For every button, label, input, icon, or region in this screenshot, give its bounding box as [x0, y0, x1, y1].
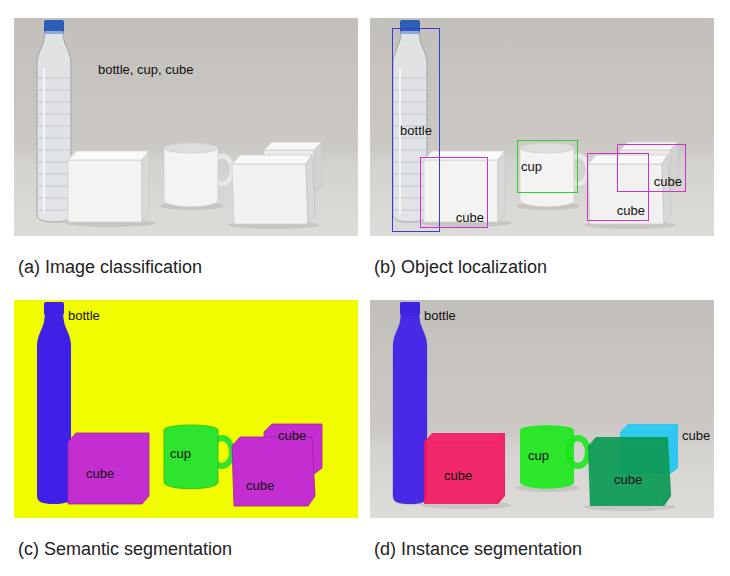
mask-label: bottle — [68, 308, 100, 323]
object-label: cup — [521, 159, 542, 174]
photo — [14, 18, 358, 236]
cup-mask — [520, 425, 574, 489]
class-list: bottle, cup, cube — [98, 62, 193, 77]
image-panel: (d) Instance segmentation — [370, 300, 714, 518]
bounding-box: cup — [517, 140, 578, 193]
image-panel: (a) Image classification — [14, 18, 358, 236]
bounding-box: bottle — [392, 28, 440, 232]
bounding-box: cube — [587, 153, 649, 221]
panel-caption: (c) Semantic segmentation — [18, 538, 232, 560]
mask-label: cube — [86, 466, 114, 481]
mask-label: cube — [444, 468, 472, 483]
cube-mask — [588, 437, 671, 506]
instance-mask-panel — [370, 300, 714, 518]
bounding-box: cube — [617, 144, 686, 192]
cube-mask — [232, 437, 315, 506]
mask-label: cube — [682, 428, 710, 443]
mask-label: bottle — [424, 308, 456, 323]
cup-mask — [164, 425, 218, 489]
bottle-mask — [393, 314, 427, 504]
cube-mask — [68, 433, 149, 504]
background-mask — [14, 300, 358, 518]
mask-label: cube — [246, 478, 274, 493]
photo — [370, 18, 714, 236]
photo — [370, 300, 714, 518]
object-label: cube — [456, 210, 484, 225]
image-panel: (b) Object localizationbottlecubecupcube… — [370, 18, 714, 236]
panel-caption: (a) Image classification — [18, 256, 202, 278]
bottle-mask — [400, 302, 420, 315]
image-panel: (c) Semantic segmentation — [14, 300, 358, 518]
semantic-mask-panel — [14, 300, 358, 518]
bottle-mask — [44, 302, 64, 315]
mask-label: cup — [528, 448, 549, 463]
panel-caption: (d) Instance segmentation — [374, 538, 582, 560]
photo-panel — [370, 18, 714, 236]
panel-caption: (b) Object localization — [374, 256, 547, 278]
mask-label: cube — [278, 428, 306, 443]
mask-label: cube — [614, 472, 642, 487]
bottle-mask — [37, 314, 71, 504]
cube-mask — [424, 433, 505, 504]
object-label: cube — [617, 203, 645, 218]
photo-panel — [14, 18, 358, 236]
bounding-box: cube — [420, 157, 488, 228]
object-label: cube — [654, 174, 682, 189]
object-label: bottle — [400, 123, 432, 138]
mask-label: cup — [170, 446, 191, 461]
